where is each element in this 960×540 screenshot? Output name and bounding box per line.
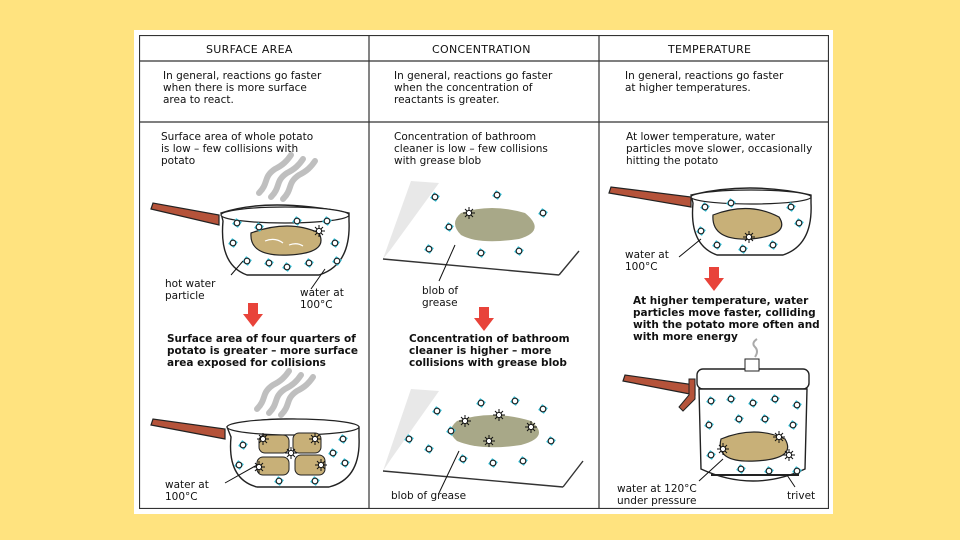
arrow-down-icon — [243, 303, 263, 327]
diagram-svg — [139, 35, 829, 509]
general-surface-area: In general, reactions go faster when the… — [163, 70, 322, 106]
concentration-high-caption: Concentration of bathroom cleaner is hig… — [409, 333, 570, 369]
water-100-label-1: water at 100°C — [300, 287, 344, 311]
arrow-down-icon-3 — [704, 267, 724, 291]
arrow-down-icon-2 — [474, 307, 494, 331]
temperature-low-caption: At lower temperature, water particles mo… — [626, 131, 813, 167]
water-100-label-3: water at 100°C — [625, 249, 669, 273]
header-concentration: CONCENTRATION — [432, 43, 531, 56]
header-surface-area: SURFACE AREA — [206, 43, 293, 56]
grease-surface-low — [382, 181, 580, 282]
water-120-label: water at 120°C under pressure — [617, 483, 697, 507]
hot-water-particle-label: hot water particle — [165, 278, 216, 302]
surface-high-caption: Surface area of four quarters of potato … — [167, 333, 359, 369]
water-100-label-2: water at 100°C — [165, 479, 209, 503]
pressure-cooker — [622, 338, 810, 488]
temperature-high-caption: At higher temperature, water particles m… — [633, 295, 820, 343]
saucepan-low-temperature — [608, 186, 812, 258]
header-temperature: TEMPERATURE — [668, 43, 752, 56]
blob-of-grease-label-2: blob of grease — [391, 490, 467, 502]
grease-surface-high — [382, 389, 584, 494]
blob-of-grease-label-1: blob of grease — [422, 285, 459, 309]
general-concentration: In general, reactions go faster when the… — [394, 70, 553, 106]
saucepan-whole-potato — [150, 155, 350, 290]
trivet-label: trivet — [787, 490, 816, 502]
saucepan-quartered-potato — [150, 371, 360, 488]
table-grid — [139, 35, 829, 509]
surface-low-caption: Surface area of whole potato is low – fe… — [161, 131, 314, 167]
general-temperature: In general, reactions go faster at highe… — [625, 70, 784, 94]
concentration-low-caption: Concentration of bathroom cleaner is low… — [394, 131, 548, 167]
